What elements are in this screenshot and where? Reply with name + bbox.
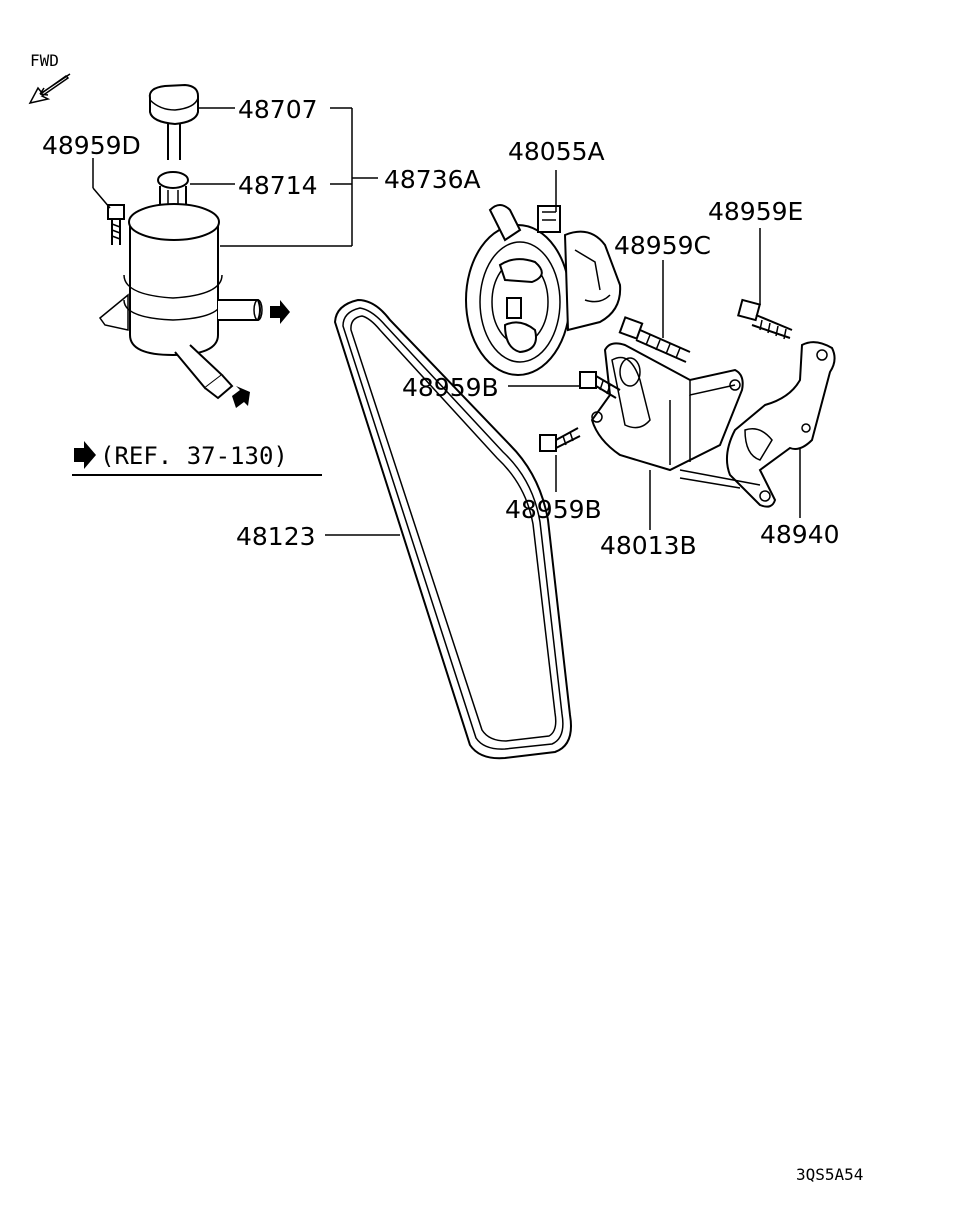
flow-arrow-icon [270,300,290,324]
flow-arrow-icon [232,386,250,408]
reservoir-cap [148,83,199,160]
drive-belt [333,298,572,760]
callout-48055a: 48055A [508,137,605,166]
callout-48940: 48940 [760,520,840,549]
fwd-label: FWD [30,51,59,70]
reference-arrow-icon [74,441,96,469]
callout-48013b: 48013B [600,531,697,560]
callout-48959c: 48959C [614,231,711,260]
leader-lines-reservoir [92,107,378,247]
bolt-48959b-lower [539,427,581,452]
callout-48959b-lower: 48959B [505,495,602,524]
reference-label: (REF. 37-130) [100,442,288,470]
pump-bracket [590,342,744,472]
callout-48707: 48707 [238,95,318,124]
power-steering-pump [465,204,622,376]
drawing-code: 3QS5A54 [796,1165,863,1184]
bolt-48959c [618,316,691,363]
bolt-48959b-upper [579,371,621,399]
reservoir-bolt [107,204,125,245]
callout-48959e: 48959E [708,197,803,226]
callout-48959b-upper: 48959B [402,373,499,402]
fwd-indicator: FWD [28,51,71,105]
reference-note: (REF. 37-130) [72,441,322,476]
callout-48123: 48123 [236,522,316,551]
callout-48959d: 48959D [42,131,141,160]
reservoir-body [98,203,263,400]
fwd-arrow-icon [28,73,71,105]
callout-48736a: 48736A [384,165,481,194]
brace [679,341,836,508]
callout-48714: 48714 [238,171,318,200]
bolt-48959e [737,298,793,340]
